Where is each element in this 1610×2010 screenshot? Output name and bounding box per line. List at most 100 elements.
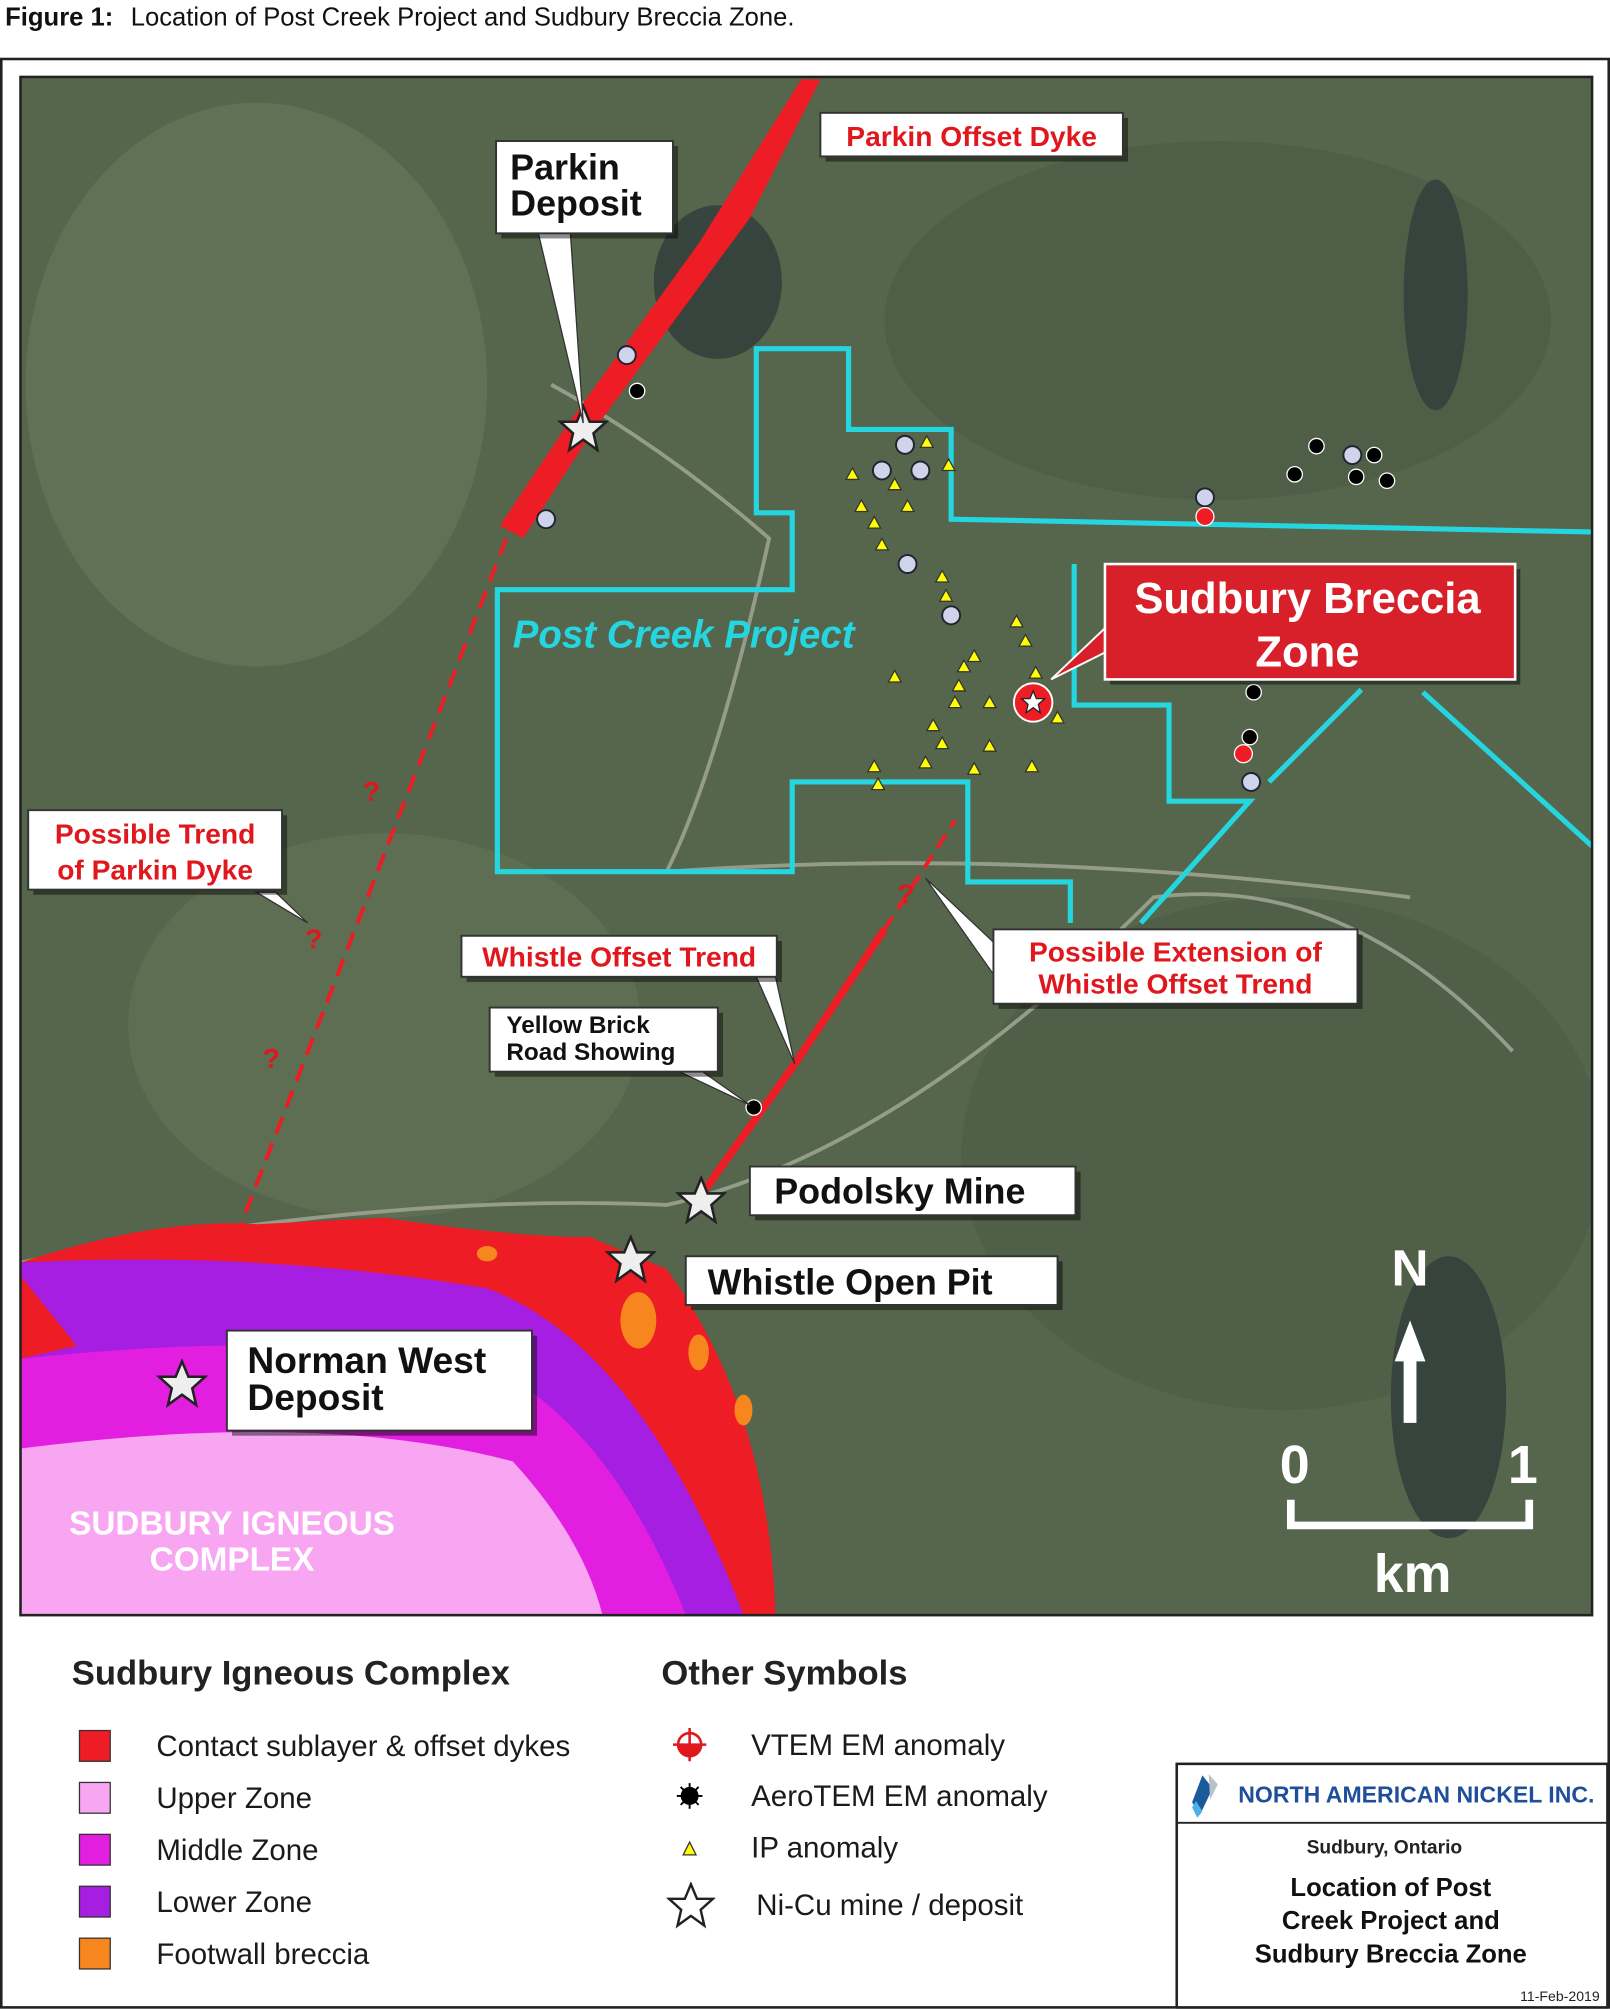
ip-anomaly-icon xyxy=(874,537,890,551)
em-anomaly-icon xyxy=(616,345,637,366)
label-sudbury-breccia-zone: Sudbury Breccia Zone xyxy=(1050,562,1521,685)
post-creek-project-label: Post Creek Project xyxy=(513,613,857,656)
upper-zone xyxy=(20,1432,603,1616)
ip-anomaly-icon xyxy=(1009,613,1025,628)
scale-start: 0 xyxy=(1280,1435,1310,1495)
label-parkin-offset-dyke: Parkin Offset Dyke xyxy=(819,111,1129,162)
ip-anomaly-icon xyxy=(925,717,941,732)
north-arrow-icon xyxy=(1394,1320,1426,1423)
sic-label: COMPLEX xyxy=(150,1541,315,1578)
legend-swatch xyxy=(78,1781,111,1814)
uncertain-mark: ? xyxy=(897,878,914,910)
aerotem-anomaly-icon xyxy=(745,1099,763,1116)
label-text: Possible Trend xyxy=(55,817,256,849)
uncertain-mark: ? xyxy=(263,1042,280,1074)
legend-label: Lower Zone xyxy=(156,1886,312,1919)
scale-unit: km xyxy=(1374,1544,1452,1604)
em-anomaly-icon xyxy=(910,460,931,481)
aerotem-anomaly-icon xyxy=(1365,446,1383,464)
label-text: Yellow Brick xyxy=(506,1012,650,1039)
ip-anomaly-icon xyxy=(887,669,903,683)
sic-label: SUDBURY IGNEOUS xyxy=(69,1505,395,1542)
title-line: Location of Post xyxy=(1290,1874,1491,1902)
legend-other-items: VTEM EM anomaly AeroTEM EM anomaly IP an… xyxy=(667,1727,1048,1927)
label-text: Whistle Offset Trend xyxy=(482,941,756,973)
label-possible-trend-parkin: Possible Trend of Parkin Dyke xyxy=(27,809,309,924)
label-possible-extension: Possible Extension of Whistle Offset Tre… xyxy=(924,877,1363,1009)
terrain-patches xyxy=(20,102,1593,1539)
title-line: Creek Project and xyxy=(1282,1907,1500,1935)
star-icon xyxy=(667,1883,715,1927)
ip-anomaly-icon xyxy=(887,476,903,491)
ip-anomaly-icon xyxy=(866,515,882,529)
ip-anomaly-icon xyxy=(1050,710,1066,724)
legend-swatch xyxy=(78,1833,111,1866)
ip-anomaly-icon xyxy=(1024,758,1040,773)
label-text: Norman West xyxy=(247,1339,486,1381)
legend-label: Footwall breccia xyxy=(156,1938,370,1971)
label-text: Parkin Offset Dyke xyxy=(846,120,1097,152)
ip-anomaly-icon xyxy=(866,758,882,773)
legend-label: VTEM EM anomaly xyxy=(751,1729,1005,1762)
aerotem-anomaly-icon xyxy=(1308,437,1325,455)
legend-label: Middle Zone xyxy=(156,1834,318,1867)
em-anomaly-icon xyxy=(1195,487,1215,508)
legend-label: IP anomaly xyxy=(751,1831,898,1864)
ip-anomaly-icon xyxy=(1028,665,1044,679)
em-anomaly-icon xyxy=(941,605,962,626)
em-anomaly-icon xyxy=(871,460,892,481)
scale-end: 1 xyxy=(1508,1435,1538,1495)
uncertain-mark: ? xyxy=(305,923,322,955)
aerotem-anomaly-icon xyxy=(628,382,646,400)
legend-swatch xyxy=(78,1729,111,1762)
post-creek-boundary xyxy=(494,346,1593,925)
label-whistle-offset-trend: Whistle Offset Trend xyxy=(460,934,796,1065)
ip-anomaly-icon xyxy=(844,466,860,481)
em-anomaly-icon xyxy=(1342,445,1363,466)
ip-anomaly-icon xyxy=(956,658,972,673)
label-text: Zone xyxy=(1255,629,1359,677)
map-frame xyxy=(19,75,1594,1617)
aerotem-anomaly-icon xyxy=(1286,465,1303,483)
label-text: Deposit xyxy=(247,1376,383,1418)
label-text: Sudbury Breccia xyxy=(1134,575,1481,623)
figure-border xyxy=(0,57,1610,2009)
label-text: Deposit xyxy=(510,183,642,223)
vtem-icon xyxy=(672,1727,707,1762)
ip-anomaly-icon xyxy=(1017,633,1033,647)
em-anomaly-icon xyxy=(1241,772,1262,792)
title-line: Sudbury Breccia Zone xyxy=(1255,1941,1527,1969)
label-text: Podolsky Mine xyxy=(774,1172,1025,1212)
date-text: 11-Feb-2019 xyxy=(1520,1988,1600,2004)
label-text: Whistle Open Pit xyxy=(708,1263,993,1303)
ip-anomaly-icon xyxy=(900,498,916,513)
legend-label: Contact sublayer & offset dykes xyxy=(156,1730,570,1763)
ip-anomaly-icon xyxy=(917,755,933,769)
ip-anomaly-icon xyxy=(941,457,957,472)
label-text: Possible Extension of xyxy=(1029,935,1323,967)
ip-anomaly-icon xyxy=(982,694,998,709)
legend-sic-title: Sudbury Igneous Complex xyxy=(72,1654,510,1692)
ip-anomaly-icon xyxy=(966,648,982,663)
legend-label: AeroTEM EM anomaly xyxy=(751,1780,1048,1813)
label-text: Road Showing xyxy=(506,1039,675,1066)
north-label: N xyxy=(1392,1240,1429,1297)
ip-anomaly-icon xyxy=(934,735,950,750)
ip-anomaly-icon xyxy=(947,694,963,709)
footwall-breccia xyxy=(476,1245,753,1426)
vtem-anomaly-icon xyxy=(1233,744,1254,764)
label-text: Whistle Offset Trend xyxy=(1038,967,1312,999)
em-anomaly-icon xyxy=(895,434,915,455)
uncertain-mark: ? xyxy=(363,775,380,807)
location-text: Sudbury, Ontario xyxy=(1307,1838,1463,1859)
scale-bar xyxy=(1286,1499,1534,1530)
legend-other-title: Other Symbols xyxy=(661,1654,907,1692)
caption-label: Figure 1: xyxy=(5,4,113,32)
ip-anomaly-icon xyxy=(853,498,869,513)
ip-anomaly-icon xyxy=(938,588,954,602)
legend-label: Ni-Cu mine / deposit xyxy=(756,1889,1023,1922)
legend-label: Upper Zone xyxy=(156,1782,312,1815)
ip-anomaly-icon xyxy=(934,569,950,583)
